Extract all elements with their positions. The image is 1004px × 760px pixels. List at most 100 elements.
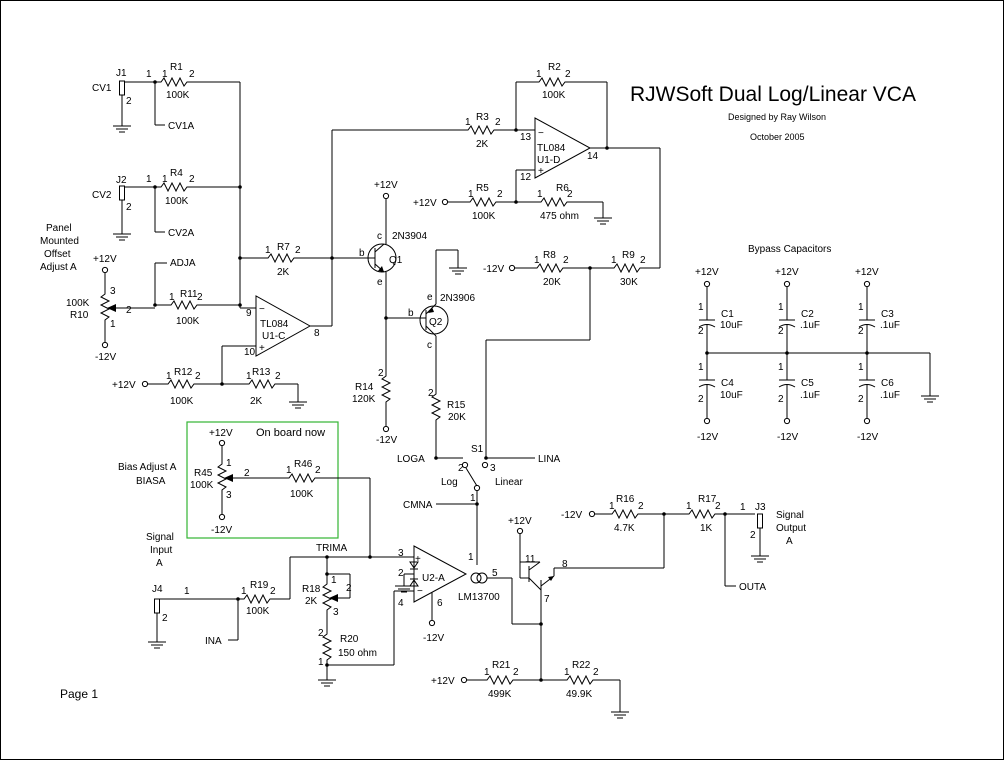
svg-text:1: 1 — [162, 174, 168, 185]
r4-ref: R4 — [170, 168, 183, 179]
switch-s1 — [461, 461, 489, 492]
bypass-cap-col-1 — [698, 280, 716, 425]
svg-text:1: 1 — [241, 586, 247, 597]
offset-label-1: Panel — [46, 223, 72, 234]
svg-text:2: 2 — [858, 394, 864, 405]
q1-part: 2N3904 — [392, 231, 427, 242]
r10-neg-rail: -12V — [95, 352, 116, 363]
svg-text:14: 14 — [587, 151, 599, 162]
svg-text:1: 1 — [698, 362, 704, 373]
r16-val: 4.7K — [614, 523, 635, 534]
svg-text:1: 1 — [858, 362, 864, 373]
svg-text:2: 2 — [715, 501, 721, 512]
buffer-pos-rail: +12V — [508, 516, 532, 527]
svg-text:2: 2 — [778, 394, 784, 405]
r1-val: 100K — [166, 90, 190, 101]
svg-text:2: 2 — [497, 189, 503, 200]
svg-text:1: 1 — [331, 575, 337, 586]
c6-ref: C6 — [881, 378, 894, 389]
r46-ref: R46 — [294, 459, 313, 470]
u2a-neg-rail: -12V — [423, 633, 444, 644]
svg-text:−: − — [259, 304, 265, 315]
loga-label: LOGA — [397, 454, 425, 465]
svg-text:c: c — [427, 340, 432, 351]
svg-text:1: 1 — [246, 371, 252, 382]
transistor-q1 — [362, 243, 397, 273]
jack-j3 — [750, 513, 770, 563]
r18-ref: R18 — [302, 584, 321, 595]
r3-val: 2K — [476, 139, 489, 150]
r4-val: 100K — [165, 196, 189, 207]
j3-label-3: A — [786, 536, 793, 547]
svg-text:1: 1 — [564, 667, 570, 678]
jack-j1 — [112, 80, 136, 133]
j4-label-3: A — [156, 558, 163, 569]
offset-label-3: Offset — [44, 249, 71, 260]
svg-text:3: 3 — [398, 548, 404, 559]
r18-val: 2K — [305, 596, 318, 607]
svg-text:1: 1 — [286, 465, 292, 476]
svg-text:2: 2 — [270, 586, 276, 597]
r7-val: 2K — [277, 267, 290, 278]
c1-val: 10uF — [720, 320, 743, 331]
date-label: October 2005 — [750, 132, 805, 142]
outa-label: OUTA — [739, 582, 766, 593]
schematic-title: RJWSoft Dual Log/Linear VCA — [630, 83, 916, 106]
svg-text:2: 2 — [778, 326, 784, 337]
r9-ref: R9 — [622, 250, 635, 261]
svg-text:1: 1 — [484, 667, 490, 678]
svg-text:5: 5 — [492, 568, 498, 579]
c5-neg-rail: -12V — [777, 432, 798, 443]
svg-text:2: 2 — [244, 468, 250, 479]
q2-part: 2N3906 — [440, 293, 475, 304]
svg-text:+: + — [259, 343, 265, 354]
u1c-ref: U1-C — [262, 331, 285, 342]
r5-ref: R5 — [476, 183, 489, 194]
r11-val: 100K — [176, 316, 200, 327]
jack-j2 — [112, 185, 136, 241]
svg-text:2: 2 — [318, 628, 324, 639]
svg-text:8: 8 — [314, 328, 320, 339]
r10-ref: R10 — [70, 310, 89, 321]
onboard-box — [186, 421, 339, 539]
svg-text:4: 4 — [398, 598, 404, 609]
svg-text:e: e — [427, 292, 433, 303]
c3-ref: C3 — [881, 309, 894, 320]
q1-ref: Q1 — [389, 255, 403, 266]
r16-ref: R16 — [616, 494, 635, 505]
bypass-title: Bypass Capacitors — [748, 244, 831, 255]
svg-text:1: 1 — [226, 458, 232, 469]
r2-ref: R2 — [548, 62, 561, 73]
svg-text:1: 1 — [740, 502, 746, 513]
svg-text:12: 12 — [520, 172, 532, 183]
svg-text:2: 2 — [378, 368, 384, 379]
c2-val: .1uF — [800, 320, 820, 331]
svg-text:2: 2 — [593, 667, 599, 678]
r10-pos-rail: +12V — [93, 254, 117, 265]
r45-neg-rail: -12V — [211, 525, 232, 536]
u2a-part: LM13700 — [458, 592, 500, 603]
designer-label: Designed by Ray Wilson — [728, 112, 826, 122]
page-label: Page 1 — [60, 687, 98, 701]
svg-text:1: 1 — [318, 657, 324, 668]
j2-net: CV2 — [92, 190, 112, 201]
svg-text:2: 2 — [315, 465, 321, 476]
r22-ref: R22 — [572, 660, 591, 671]
darlington-buffer — [528, 561, 555, 594]
bias-label-2: BIASA — [136, 476, 166, 487]
svg-text:1: 1 — [611, 255, 617, 266]
j4-label-2: Input — [150, 545, 172, 556]
c4-ref: C4 — [721, 378, 734, 389]
r13-val: 2K — [250, 396, 263, 407]
c3-pos-rail: +12V — [855, 267, 879, 278]
svg-text:2: 2 — [195, 371, 201, 382]
r15-ref: R15 — [447, 400, 466, 411]
svg-text:2: 2 — [567, 189, 573, 200]
svg-text:9: 9 — [246, 308, 252, 319]
svg-text:1: 1 — [470, 493, 476, 504]
svg-text:1: 1 — [536, 69, 542, 80]
u1c-part: TL084 — [260, 319, 289, 330]
r12-ref: R12 — [174, 367, 193, 378]
u1d-part: TL084 — [537, 143, 566, 154]
c3-val: .1uF — [880, 320, 900, 331]
